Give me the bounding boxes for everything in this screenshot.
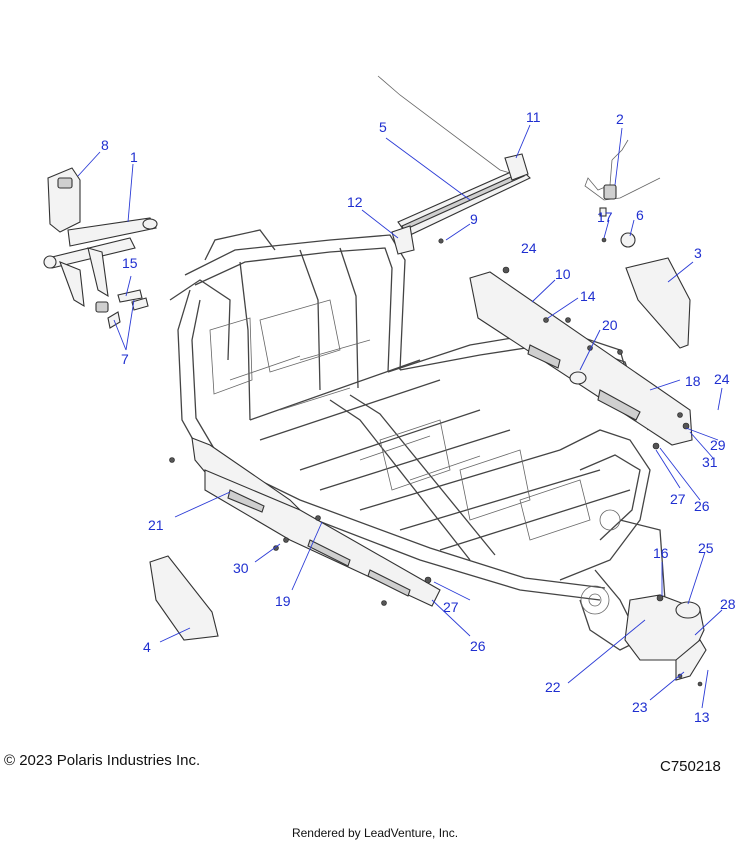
- callout-4: 4: [143, 639, 151, 655]
- copyright-notice: © 2023 Polaris Industries Inc.: [4, 752, 201, 769]
- right-rock-slider: [469, 266, 693, 450]
- diagram-code: C750218: [660, 758, 721, 775]
- left-side-panel: [149, 555, 219, 641]
- callout-27a: 27: [670, 491, 686, 507]
- callout-6: 6: [636, 207, 644, 223]
- callout-28: 28: [720, 596, 736, 612]
- callout-24a: 24: [521, 240, 537, 256]
- callout-30: 30: [233, 560, 249, 576]
- rear-bumper-assembly: [43, 167, 158, 308]
- callout-12: 12: [347, 194, 363, 210]
- callout-3: 3: [694, 245, 702, 261]
- roof-rail-assembly: [377, 75, 531, 255]
- hitch-fasteners: [95, 289, 149, 329]
- callout-26a: 26: [694, 498, 710, 514]
- callout-13: 13: [694, 709, 710, 725]
- callout-9: 9: [470, 211, 478, 227]
- callout-27b: 27: [443, 599, 459, 615]
- callout-22: 22: [545, 679, 561, 695]
- callout-2: 2: [616, 111, 624, 127]
- callout-5: 5: [379, 119, 387, 135]
- callout-10: 10: [555, 266, 571, 282]
- callout-24b: 24: [714, 371, 730, 387]
- callout-31: 31: [702, 454, 718, 470]
- callout-16: 16: [653, 545, 669, 561]
- callout-26b: 26: [470, 638, 486, 654]
- callout-19: 19: [275, 593, 291, 609]
- callout-15: 15: [122, 255, 138, 271]
- callout-labels: 1 2 3 4 5 6 7 7 8 9 10 11 12 13 14 15 16…: [101, 109, 736, 725]
- callout-11: 11: [526, 109, 541, 125]
- wiring-harness: [584, 139, 661, 248]
- callout-25: 25: [698, 540, 714, 556]
- rendered-by-credit: Rendered by LeadVenture, Inc.: [291, 826, 459, 840]
- callout-21: 21: [148, 517, 164, 533]
- callout-29: 29: [710, 437, 726, 453]
- callout-14: 14: [580, 288, 596, 304]
- callout-17: 17: [597, 209, 613, 225]
- callout-23: 23: [632, 699, 648, 715]
- callout-18: 18: [685, 373, 701, 389]
- callout-1: 1: [130, 149, 138, 165]
- callout-7a: 7: [121, 351, 129, 367]
- leader-lines: [77, 124, 723, 709]
- left-rock-slider: [169, 437, 441, 607]
- right-side-panel: [625, 257, 691, 349]
- front-bumper-assembly: [624, 594, 707, 687]
- callout-20: 20: [602, 317, 618, 333]
- callout-8: 8: [101, 137, 109, 153]
